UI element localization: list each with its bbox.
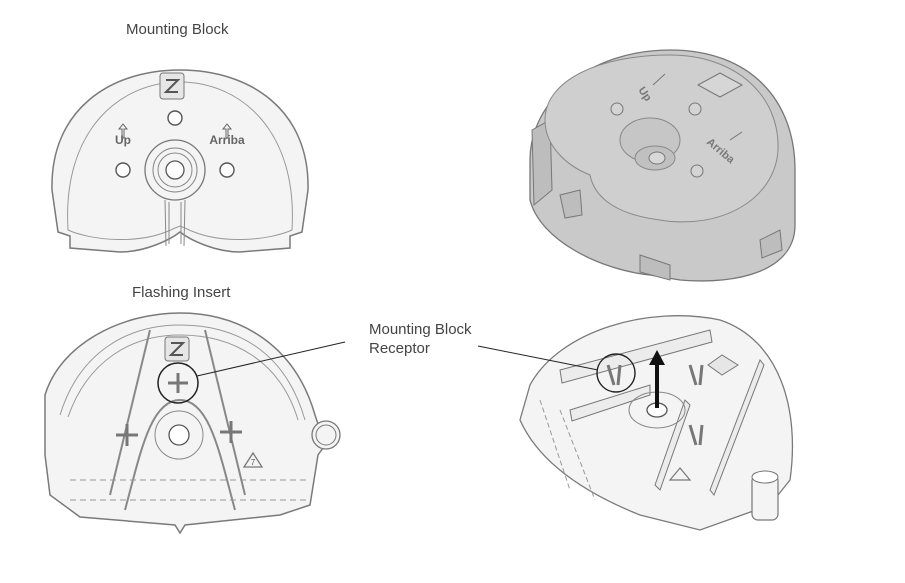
iso-logo-icon [696,72,744,98]
mounting-block-title: Mounting Block [126,21,229,38]
insert-center-hole [168,424,190,446]
left-cross-icon [116,424,138,446]
iso-hole-right [688,102,702,116]
iso-up-arrow-icon [652,73,666,86]
iso-recycle-icon [668,467,692,481]
iso-receptor-highlight-circle [596,353,636,393]
flashing-insert-title: Flashing Insert [132,284,231,301]
receptor-clip-lower-icon [688,424,704,446]
receptor-highlight-circle [157,362,199,404]
iso-hole-bottom [690,164,704,178]
mounting-block-top-view: Up Arriba [51,69,309,253]
receptor-callout-line1: Mounting Block [369,321,472,338]
recycle-code: 7 [251,458,256,467]
receptor-clip-icon [606,364,622,386]
leader-line-right [477,345,599,371]
up-arrow-icon [117,123,129,139]
receptor-cross-icon [168,373,188,393]
iso-hole-left [610,102,624,116]
receptor-callout-label: Mounting Block Receptor [369,320,472,358]
iso-arriba-arrow-icon [729,131,743,141]
right-cross-icon [220,421,242,443]
recycle-icon [242,451,264,468]
flashing-insert-iso-view [519,315,794,531]
up-marking: Up [115,133,131,147]
arriba-arrow-icon [221,123,233,139]
receptor-clip-right-icon [688,364,704,386]
center-hole [165,160,185,180]
mounting-block-iso-view: Up Arriba [529,49,796,282]
arriba-marking: Arriba [209,133,245,147]
flashing-insert-top-view: 7 [44,312,341,535]
right-hole [219,162,235,178]
top-hole [167,110,183,126]
iso-center-hole [648,151,666,165]
receptor-callout-line2: Receptor [369,340,430,357]
leader-line-left [196,341,346,377]
iso-logo-icon [707,354,739,376]
left-hole [115,162,131,178]
